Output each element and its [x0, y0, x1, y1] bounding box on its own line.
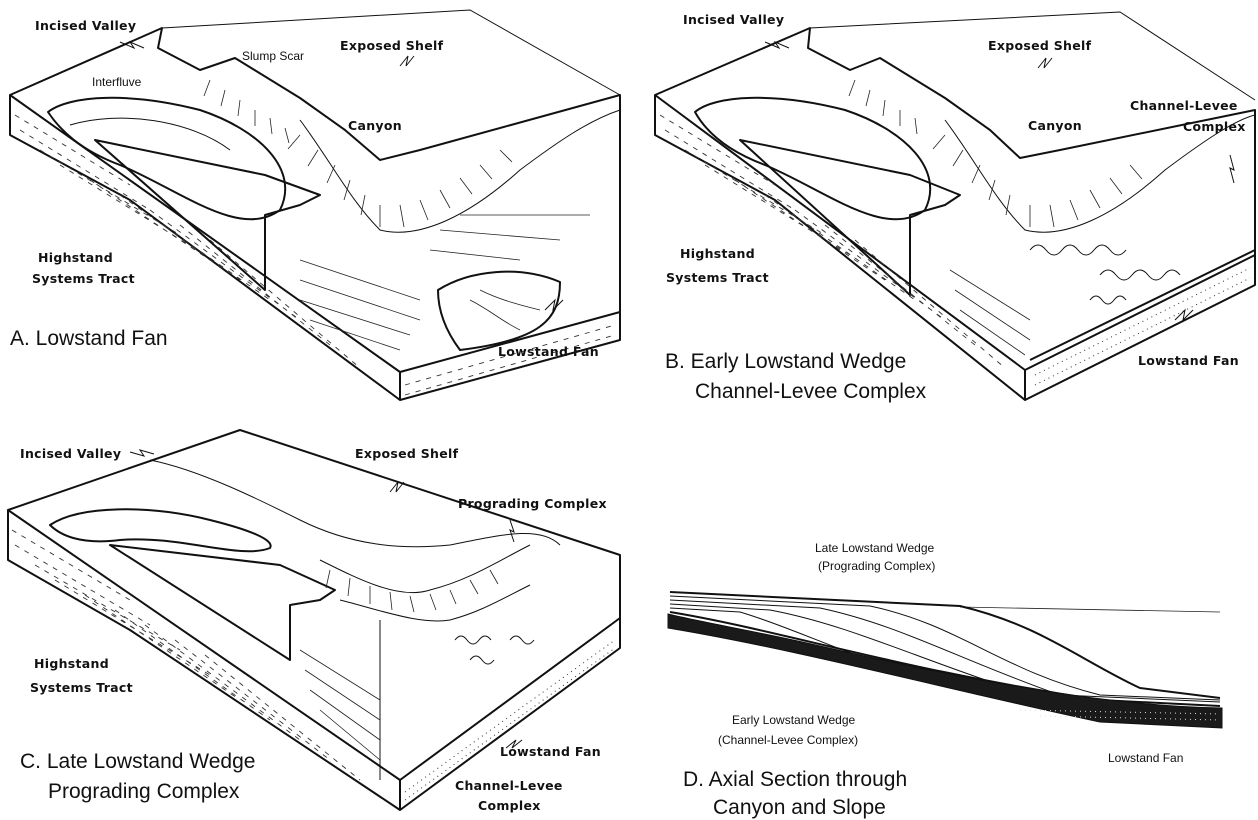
panel-d-lowstand-fan-label: Lowstand Fan	[1108, 751, 1183, 765]
panel-a-incised-valley-label: Incised Valley	[35, 18, 136, 33]
panel-c-lowstand-fan-label: Lowstand Fan	[500, 744, 601, 759]
panel-a-exposed-shelf-label: Exposed Shelf	[340, 38, 444, 53]
panel-c-caption-line-1: C. Late Lowstand Wedge	[20, 750, 255, 773]
panel-c-highstand-label-1: Highstand	[34, 656, 109, 671]
panel-c-exposed-shelf-label: Exposed Shelf	[355, 446, 459, 461]
panel-d-caption-line-2: Canyon and Slope	[713, 796, 886, 819]
panel-d-late-wedge-label-1: Late Lowstand Wedge	[815, 541, 935, 555]
panel-b-caption-line-2: Channel-Levee Complex	[695, 380, 927, 403]
panel-b-caption-line-1: B. Early Lowstand Wedge	[665, 350, 906, 373]
panel-c-prograding-complex-label: Prograding Complex	[458, 496, 607, 511]
panel-b-lowstand-fan-label: Lowstand Fan	[1138, 353, 1239, 368]
panel-a-canyon-label: Canyon	[348, 118, 402, 133]
panel-d-late-wedge-label-2: (Prograding Complex)	[818, 559, 935, 573]
panel-a-highstand-label-1: Highstand	[38, 250, 113, 265]
panel-a-caption: A. Lowstand Fan	[10, 327, 168, 350]
panel-c-highstand-label-2: Systems Tract	[30, 680, 133, 695]
panel-b-incised-valley-label: Incised Valley	[683, 12, 784, 27]
panel-c-caption-line-2: Prograding Complex	[48, 780, 240, 803]
panel-d-axial-section	[668, 592, 1222, 728]
panel-b-channel-levee-label-2: Complex	[1183, 119, 1246, 134]
panel-d-caption-line-1: D. Axial Section through	[683, 768, 907, 791]
panel-c-channel-levee-label-2: Complex	[478, 798, 541, 813]
panel-d-early-wedge-label-1: Early Lowstand Wedge	[732, 713, 856, 727]
panel-b-block-diagram	[655, 12, 1255, 400]
panel-b-canyon-label: Canyon	[1028, 118, 1082, 133]
panel-b-highstand-label-1: Highstand	[680, 246, 755, 261]
panel-b-channel-levee-label-1: Channel-Levee	[1130, 98, 1238, 113]
panel-b-exposed-shelf-label: Exposed Shelf	[988, 38, 1092, 53]
panel-b-highstand-label-2: Systems Tract	[666, 270, 769, 285]
panel-a-lowstand-fan-label: Lowstand Fan	[498, 344, 599, 359]
panel-a-interfluve-label: Interfluve	[92, 75, 142, 89]
panel-d-early-wedge-label-2: (Channel-Levee Complex)	[718, 733, 858, 747]
panel-a-slump-scar-label: Slump Scar	[242, 49, 304, 63]
panel-c-incised-valley-label: Incised Valley	[20, 446, 121, 461]
panel-c-channel-levee-label-1: Channel-Levee	[455, 778, 563, 793]
panel-a-highstand-label-2: Systems Tract	[32, 271, 135, 286]
